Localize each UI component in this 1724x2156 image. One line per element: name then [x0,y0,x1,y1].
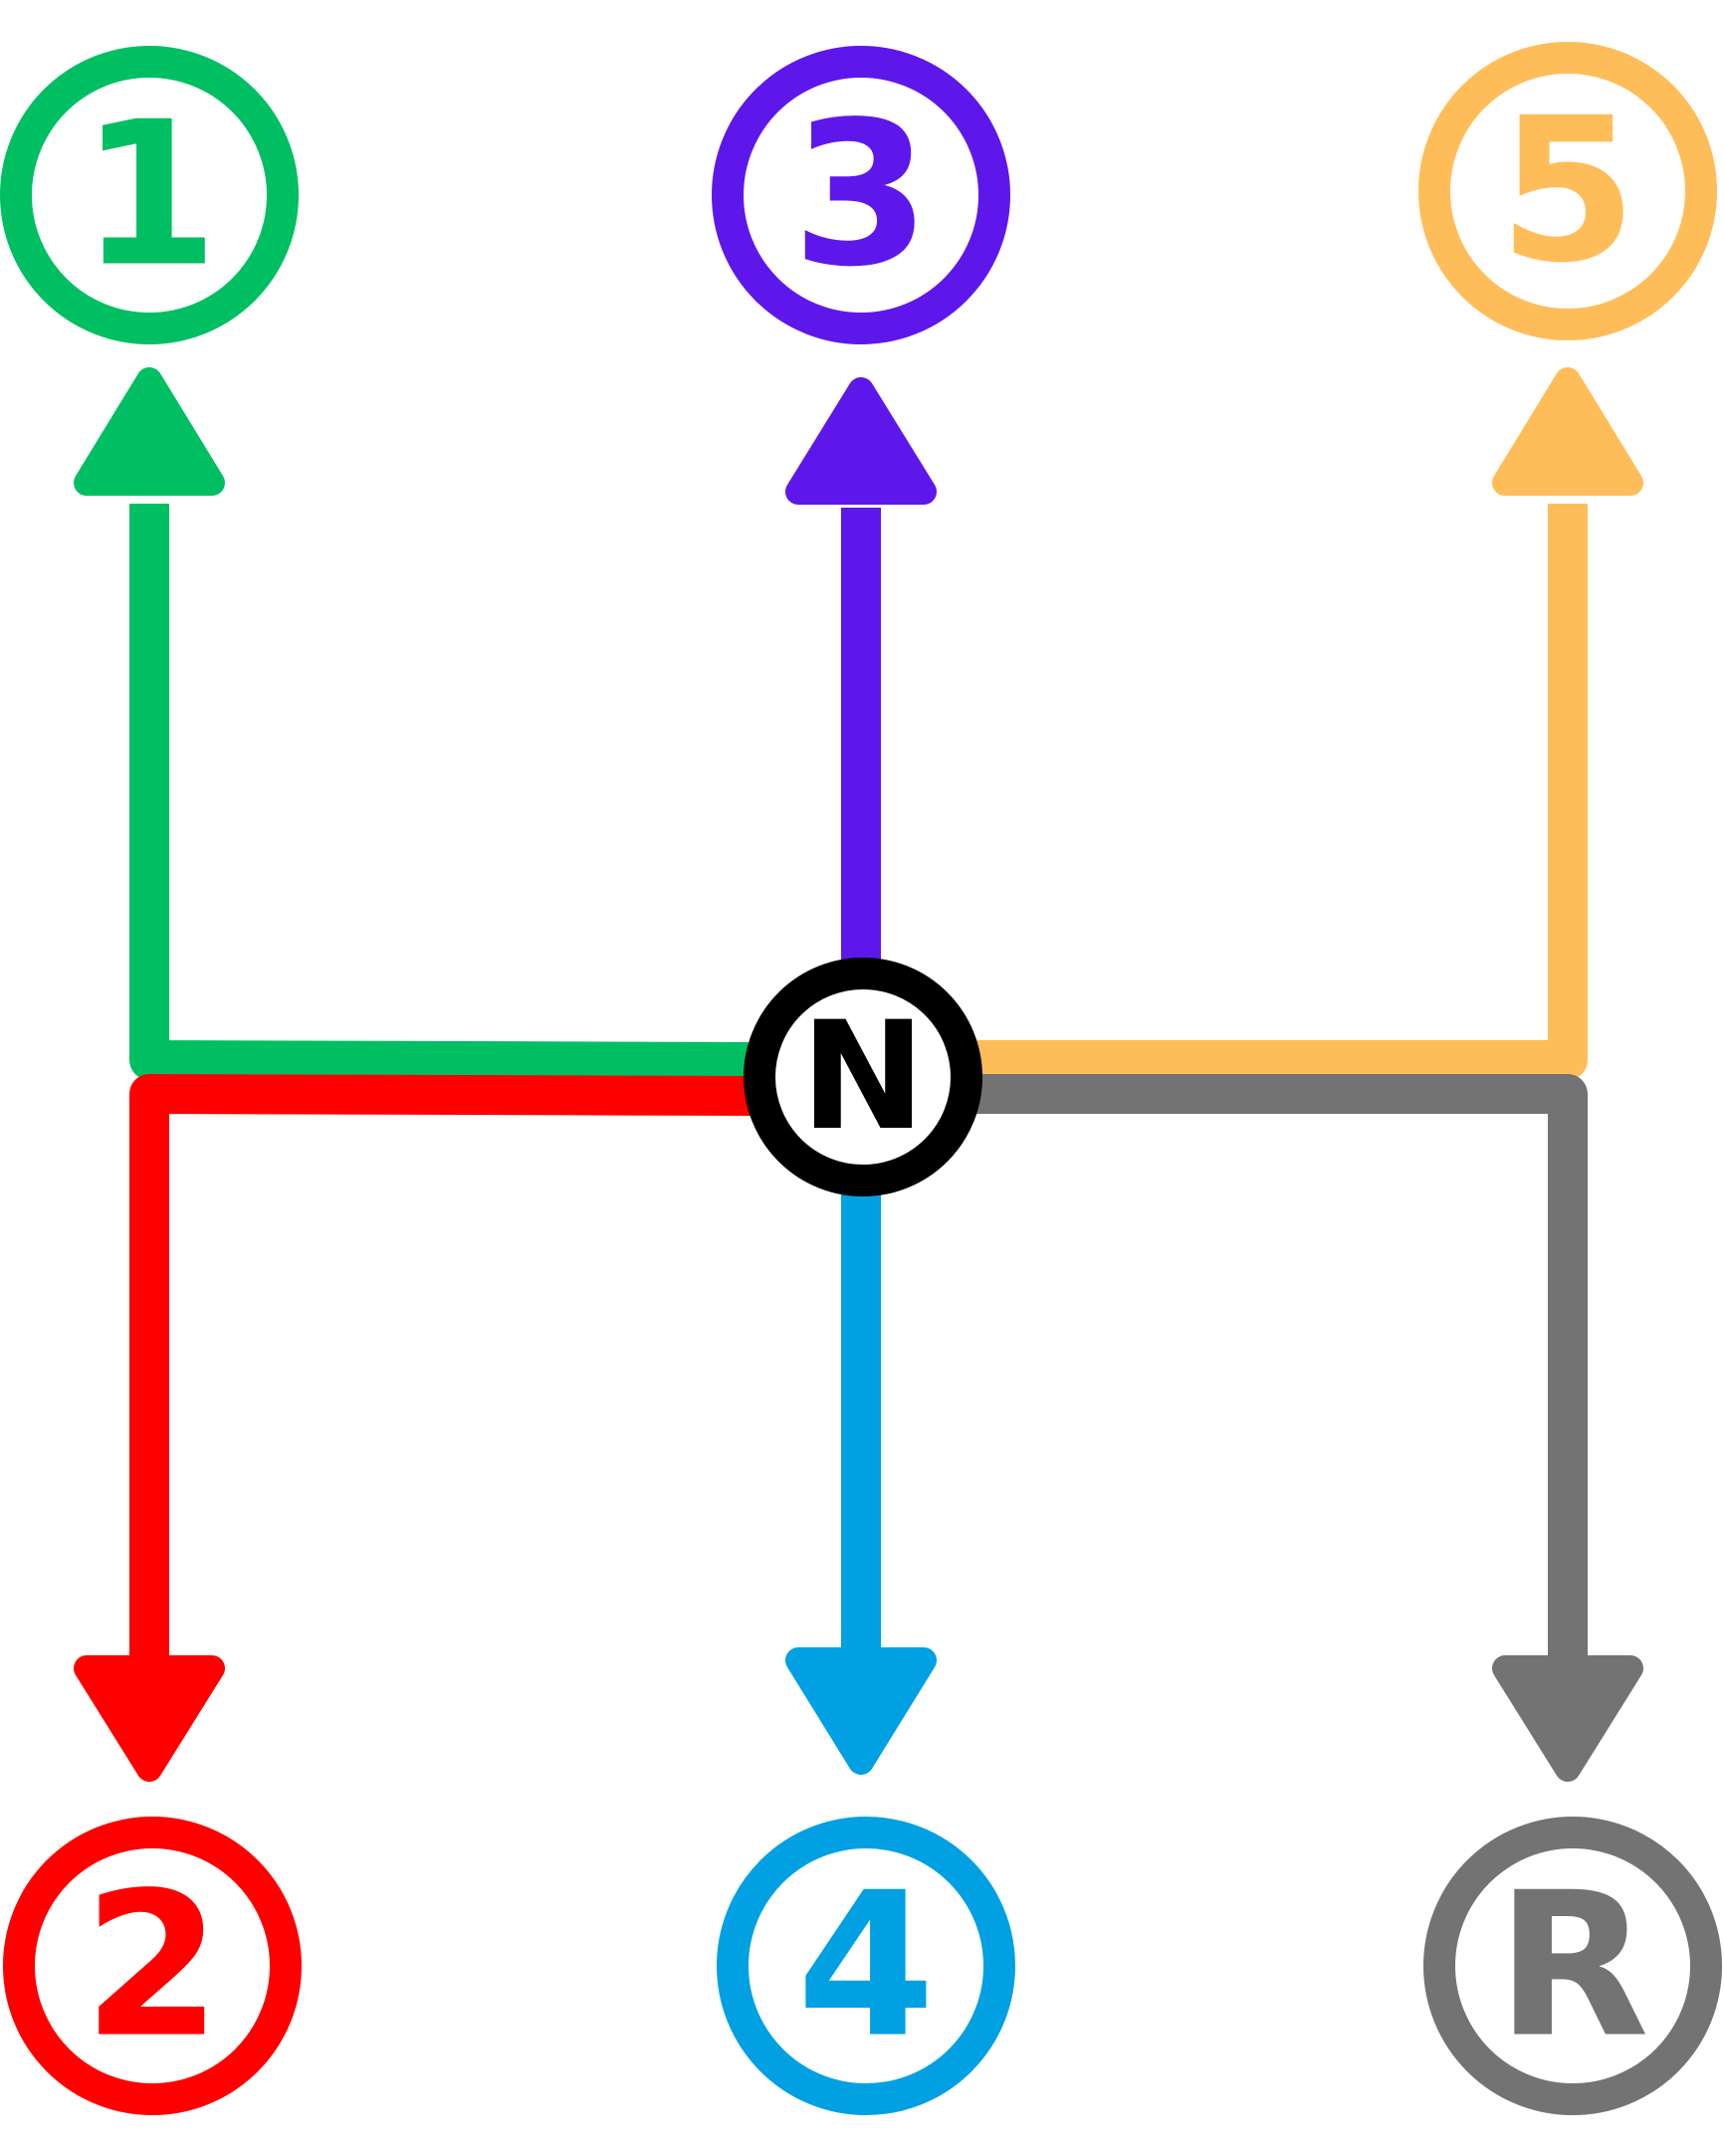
gear-circle-first: 1 [0,46,299,344]
arrowhead-up-fifth-gear [1492,367,1643,496]
gear-ring-third [712,46,1010,344]
gear-label-fourth: 4 [796,1850,935,2082]
line-fifth-gear [961,504,1588,1080]
path-second-gear [74,1074,767,1782]
gear-ring-fifth [1418,42,1717,340]
gear-circle-third: 3 [712,46,1010,344]
line-reverse-gear [961,1074,1588,1667]
gear-ring-first [0,46,299,344]
gear-circle-fifth: 5 [1418,42,1717,340]
gear-label-third: 3 [791,80,930,312]
gear-ring-neutral [744,958,982,1196]
gear-circle-reverse: R [1423,1817,1722,2115]
gear-label-first: 1 [80,80,218,312]
line-first-gear [129,504,767,1082]
gear-ring-fourth [717,1817,1015,2115]
arrowhead-up-first-gear [74,367,225,496]
gear-ring-second [3,1817,302,2115]
gear-label-reverse: R [1496,1850,1649,2082]
line-second-gear [129,1074,767,1667]
path-first-gear [74,367,767,1082]
path-fourth-gear [785,1189,937,1775]
path-reverse-gear [961,1074,1643,1782]
gear-label-neutral: N [800,990,926,1164]
arrowhead-down-second-gear [74,1655,225,1782]
arrowhead-up-third-gear [785,377,937,505]
path-fifth-gear [961,367,1643,1080]
gear-ring-reverse [1423,1817,1722,2115]
arrowhead-down-reverse-gear [1492,1655,1643,1782]
gear-circle-neutral: N [744,958,982,1196]
gear-circle-second: 2 [3,1817,302,2115]
arrowhead-down-fourth-gear [785,1647,937,1775]
gear-label-second: 2 [83,1850,221,2082]
path-third-gear [785,377,937,970]
gear-label-fifth: 5 [1498,76,1636,308]
gear-circle-fourth: 4 [717,1817,1015,2115]
